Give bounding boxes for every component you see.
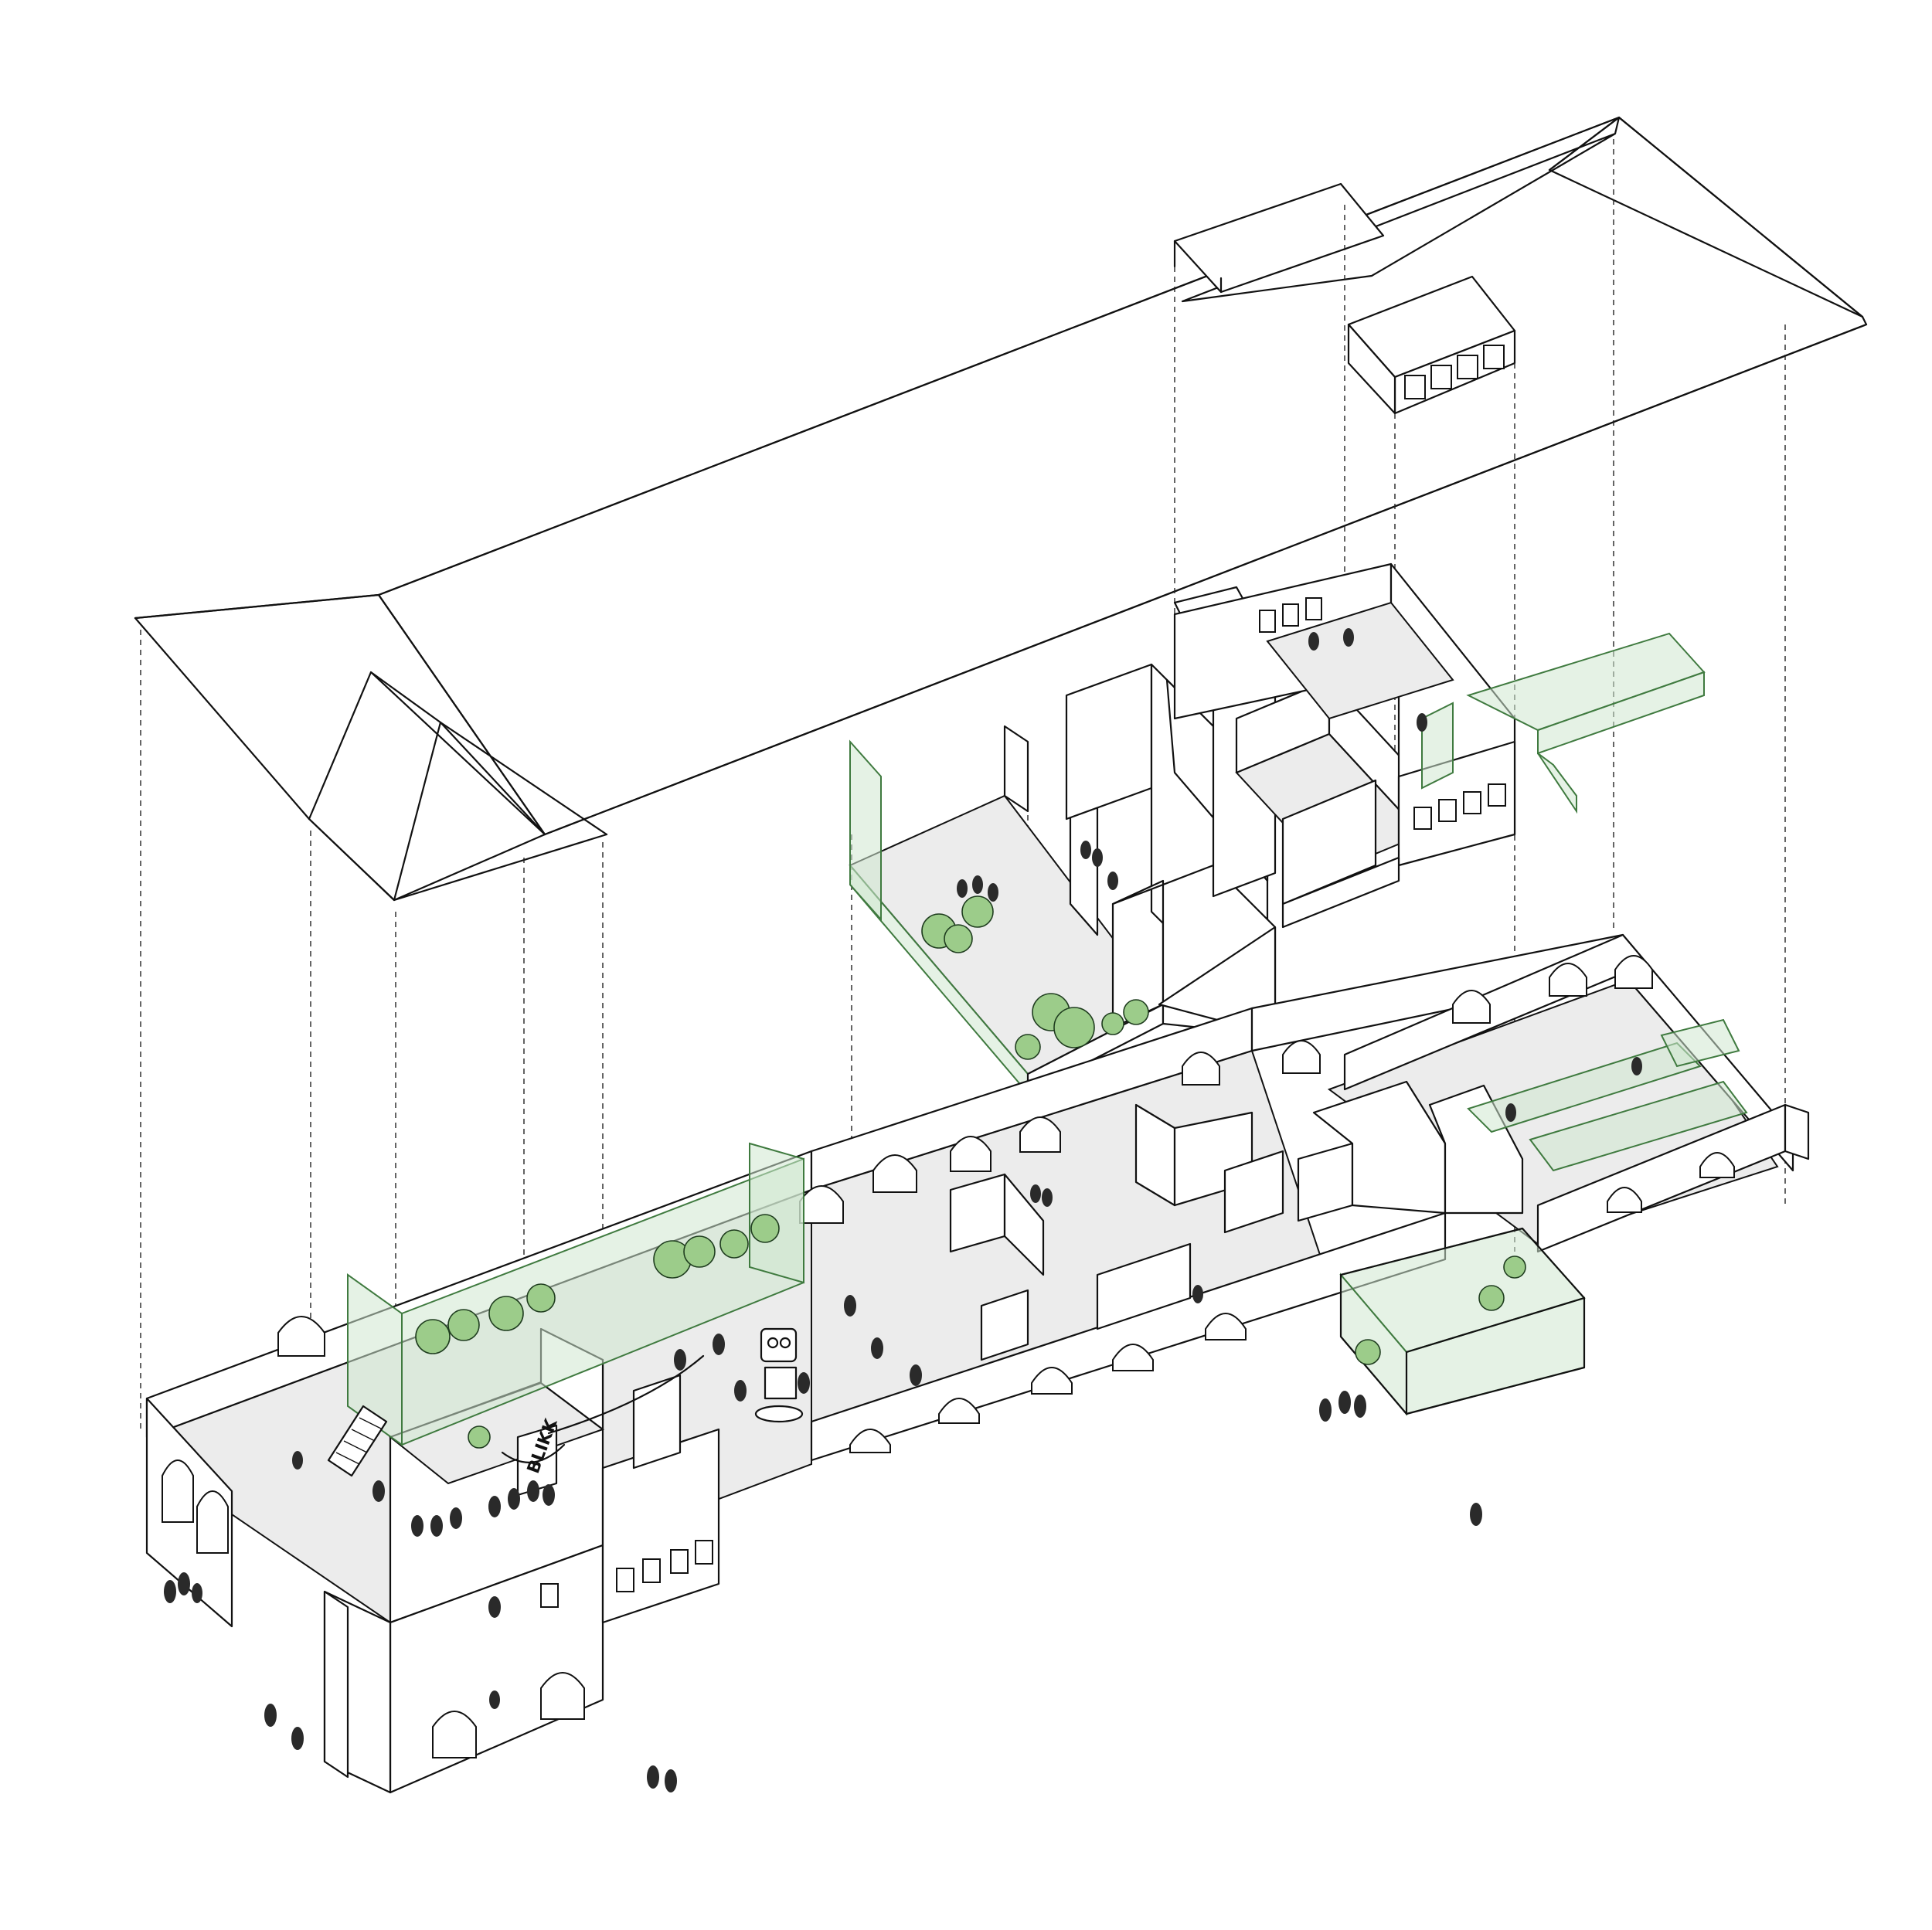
- stair: [327, 1405, 388, 1477]
- play-slide: [547, 1354, 705, 1435]
- ground-floor-layer: BLIKK: [145, 933, 1810, 1794]
- roof-layer: [134, 116, 1868, 902]
- upper-plants: [921, 895, 1149, 1060]
- upper-right-windows: [1259, 597, 1506, 830]
- ground-back-arches: [277, 955, 1653, 1357]
- middle-block-windows: [540, 1540, 713, 1608]
- glass-greenhouse: [1339, 1227, 1586, 1416]
- upper-floor-layer: [849, 562, 1706, 1096]
- front-gable-roof: [308, 671, 608, 902]
- ground-people: [164, 1057, 1642, 1792]
- ground-front-arches: [849, 1152, 1735, 1453]
- upper-people: [957, 628, 1427, 902]
- roof-dormer-windows: [1347, 275, 1516, 415]
- ground-plants: [415, 1214, 1526, 1449]
- roof-dormer-top: [1173, 182, 1385, 294]
- robot-play-tower: [754, 1327, 804, 1423]
- sign-box: [516, 1424, 558, 1497]
